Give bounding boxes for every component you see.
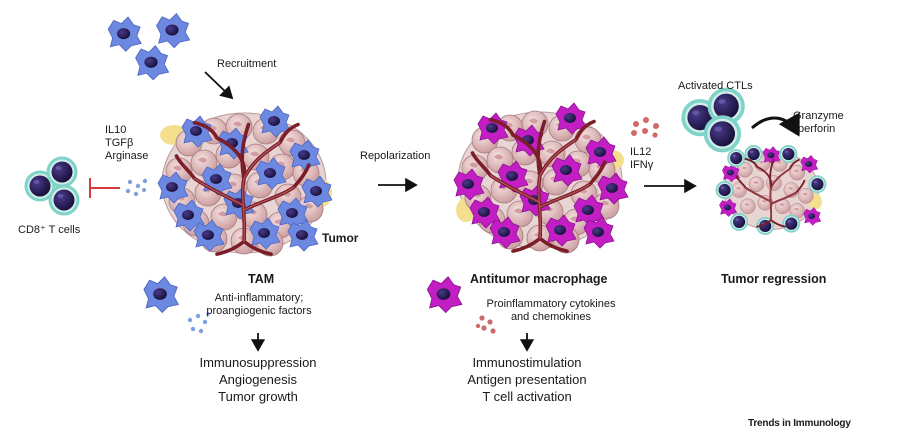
antitumor-outcome-2: Antigen presentation [467,372,587,387]
tam-outcome-2: Angiogenesis [218,372,298,387]
ifng-label: IFNγ [630,159,654,171]
repolarization-label: Repolarization [360,150,431,162]
regression-title: Tumor regression [721,272,827,286]
antitumor-outcome-3: T cell activation [482,389,572,404]
antitumor-factors-line2: and chemokines [510,311,592,323]
granzyme-arrow [751,112,800,137]
cd8-label: CD8⁺ T cells [18,224,81,236]
cd8-t-cells [24,156,80,216]
tam-outcome-1: Immunosuppression [199,355,317,370]
tam-tumor-mass [157,105,333,257]
tam-secreting [143,276,210,334]
antitumor-title: Antitumor macrophage [470,272,608,286]
tgfb-label: TGFβ [105,137,134,149]
tam-factors-line2: proangiogenic factors [206,305,312,317]
journal-credit: Trends in Immunology [748,418,851,429]
tam-title: TAM [248,272,275,286]
m1-secreting [426,276,496,334]
recruitment-arrow [204,71,234,100]
il10-label: IL10 [105,124,127,136]
tam-outcome-3: Tumor growth [218,389,298,404]
tam-factors-line1: Anti-inflammatory; [214,292,304,304]
perforin-label: perforin [798,123,836,135]
tumor-label: Tumor [322,231,359,245]
recruitment-label: Recruitment [217,58,277,70]
il12-label: IL12 [630,146,652,158]
antitumor-outcome-1: Immunostimulation [472,355,582,370]
antitumor-factors-line1: Proinflammatory cytokines [486,298,616,310]
arginase-label: Arginase [105,150,149,162]
proinflammatory-cytokines [631,117,659,138]
inhibition-marker [89,178,120,198]
recruiting-macrophages [107,12,191,81]
granzyme-label: Granzyme [793,110,844,122]
activated-ctls [681,87,745,153]
activated-ctls-label: Activated CTLs [678,80,753,92]
regressed-tumor [715,145,827,235]
anti-inflammatory-cytokines [125,178,148,197]
antitumor-tumor-mass [453,102,629,254]
